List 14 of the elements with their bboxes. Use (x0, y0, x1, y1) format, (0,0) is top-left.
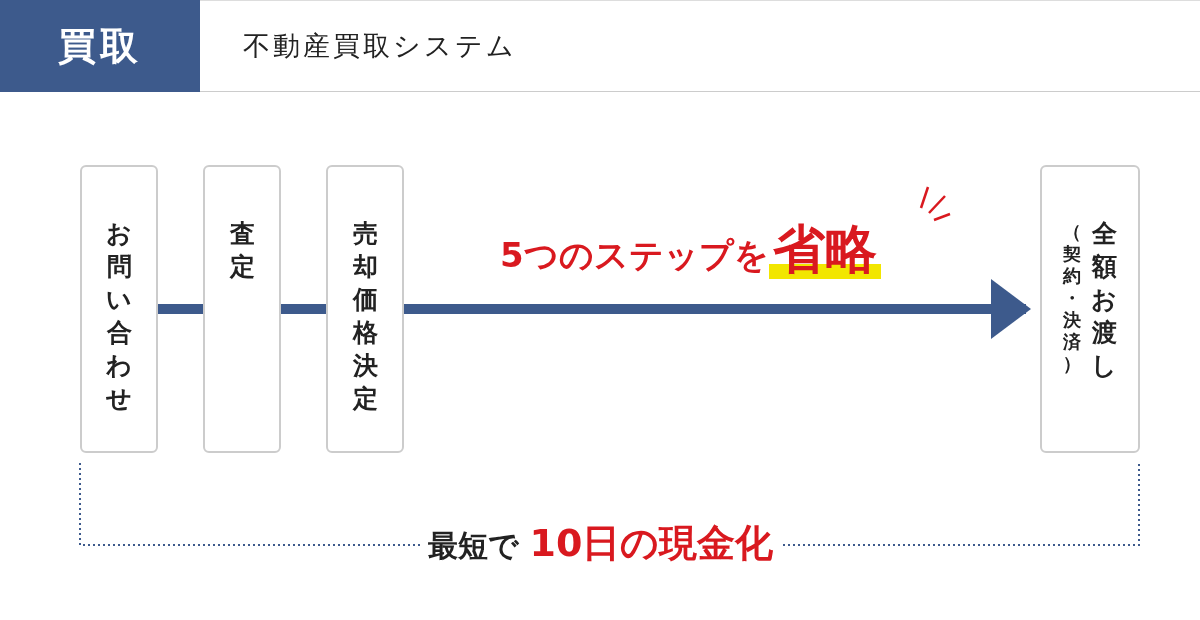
step-label: 売却価格決定 (352, 218, 378, 415)
step-box (1040, 165, 1140, 453)
connector-line (158, 304, 203, 314)
connector-line (281, 304, 326, 314)
step-box (326, 165, 404, 453)
category-tag: 買取 (0, 0, 200, 92)
step-label: お問い合わせ (106, 218, 132, 415)
step-box (203, 165, 281, 453)
edge-label: 5つのステップを省略 (500, 215, 881, 285)
step-label: 全額お渡し (1091, 218, 1117, 382)
step-box (80, 165, 158, 453)
page-title: 不動産買取システム (243, 29, 517, 63)
step-label: 査定 (229, 218, 255, 283)
arrow (404, 279, 1031, 339)
